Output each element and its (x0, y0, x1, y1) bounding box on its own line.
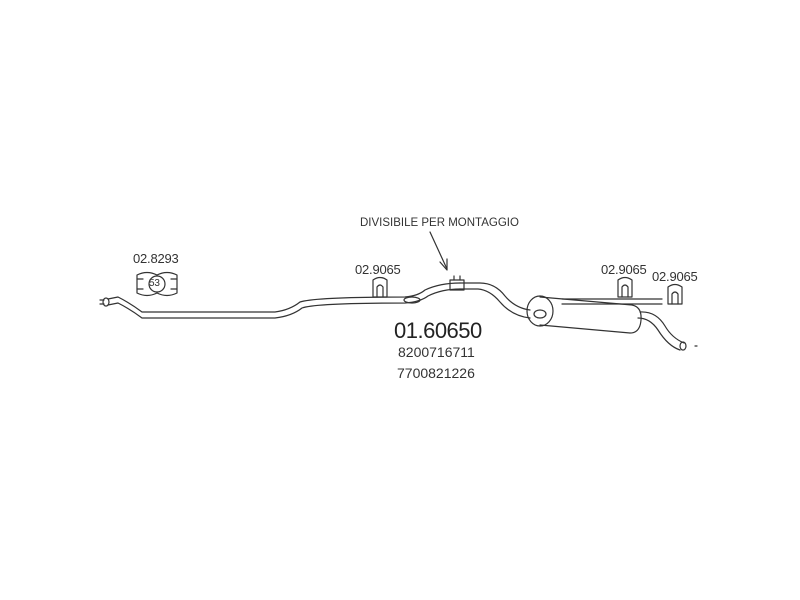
hanger-3-part-number: 02.9065 (652, 269, 698, 284)
rear-muffler (526, 295, 663, 334)
hanger-icon (667, 283, 683, 305)
hanger-icon (617, 276, 633, 298)
hanger-2-part-number: 02.9065 (601, 262, 647, 277)
oem-number: 8200716711 (398, 344, 475, 360)
front-pipe (107, 282, 461, 319)
divisible-note: DIVISIBILE PER MONTAGGIO (360, 217, 519, 229)
clamp-part-number: 02.8293 (133, 251, 179, 266)
intermediate-pipe (459, 282, 531, 319)
clamp-icon (136, 271, 178, 297)
clamp-size: 53 (149, 278, 160, 289)
hanger-1-part-number: 02.9065 (355, 262, 401, 277)
front-flange (99, 297, 110, 307)
note-arrow (429, 231, 448, 271)
hanger-icon (372, 276, 388, 298)
main-part-number: 01.60650 (394, 318, 482, 343)
oem-number: 7700821226 (397, 365, 475, 381)
tail-pipe (637, 311, 698, 351)
split-joint (403, 275, 465, 304)
